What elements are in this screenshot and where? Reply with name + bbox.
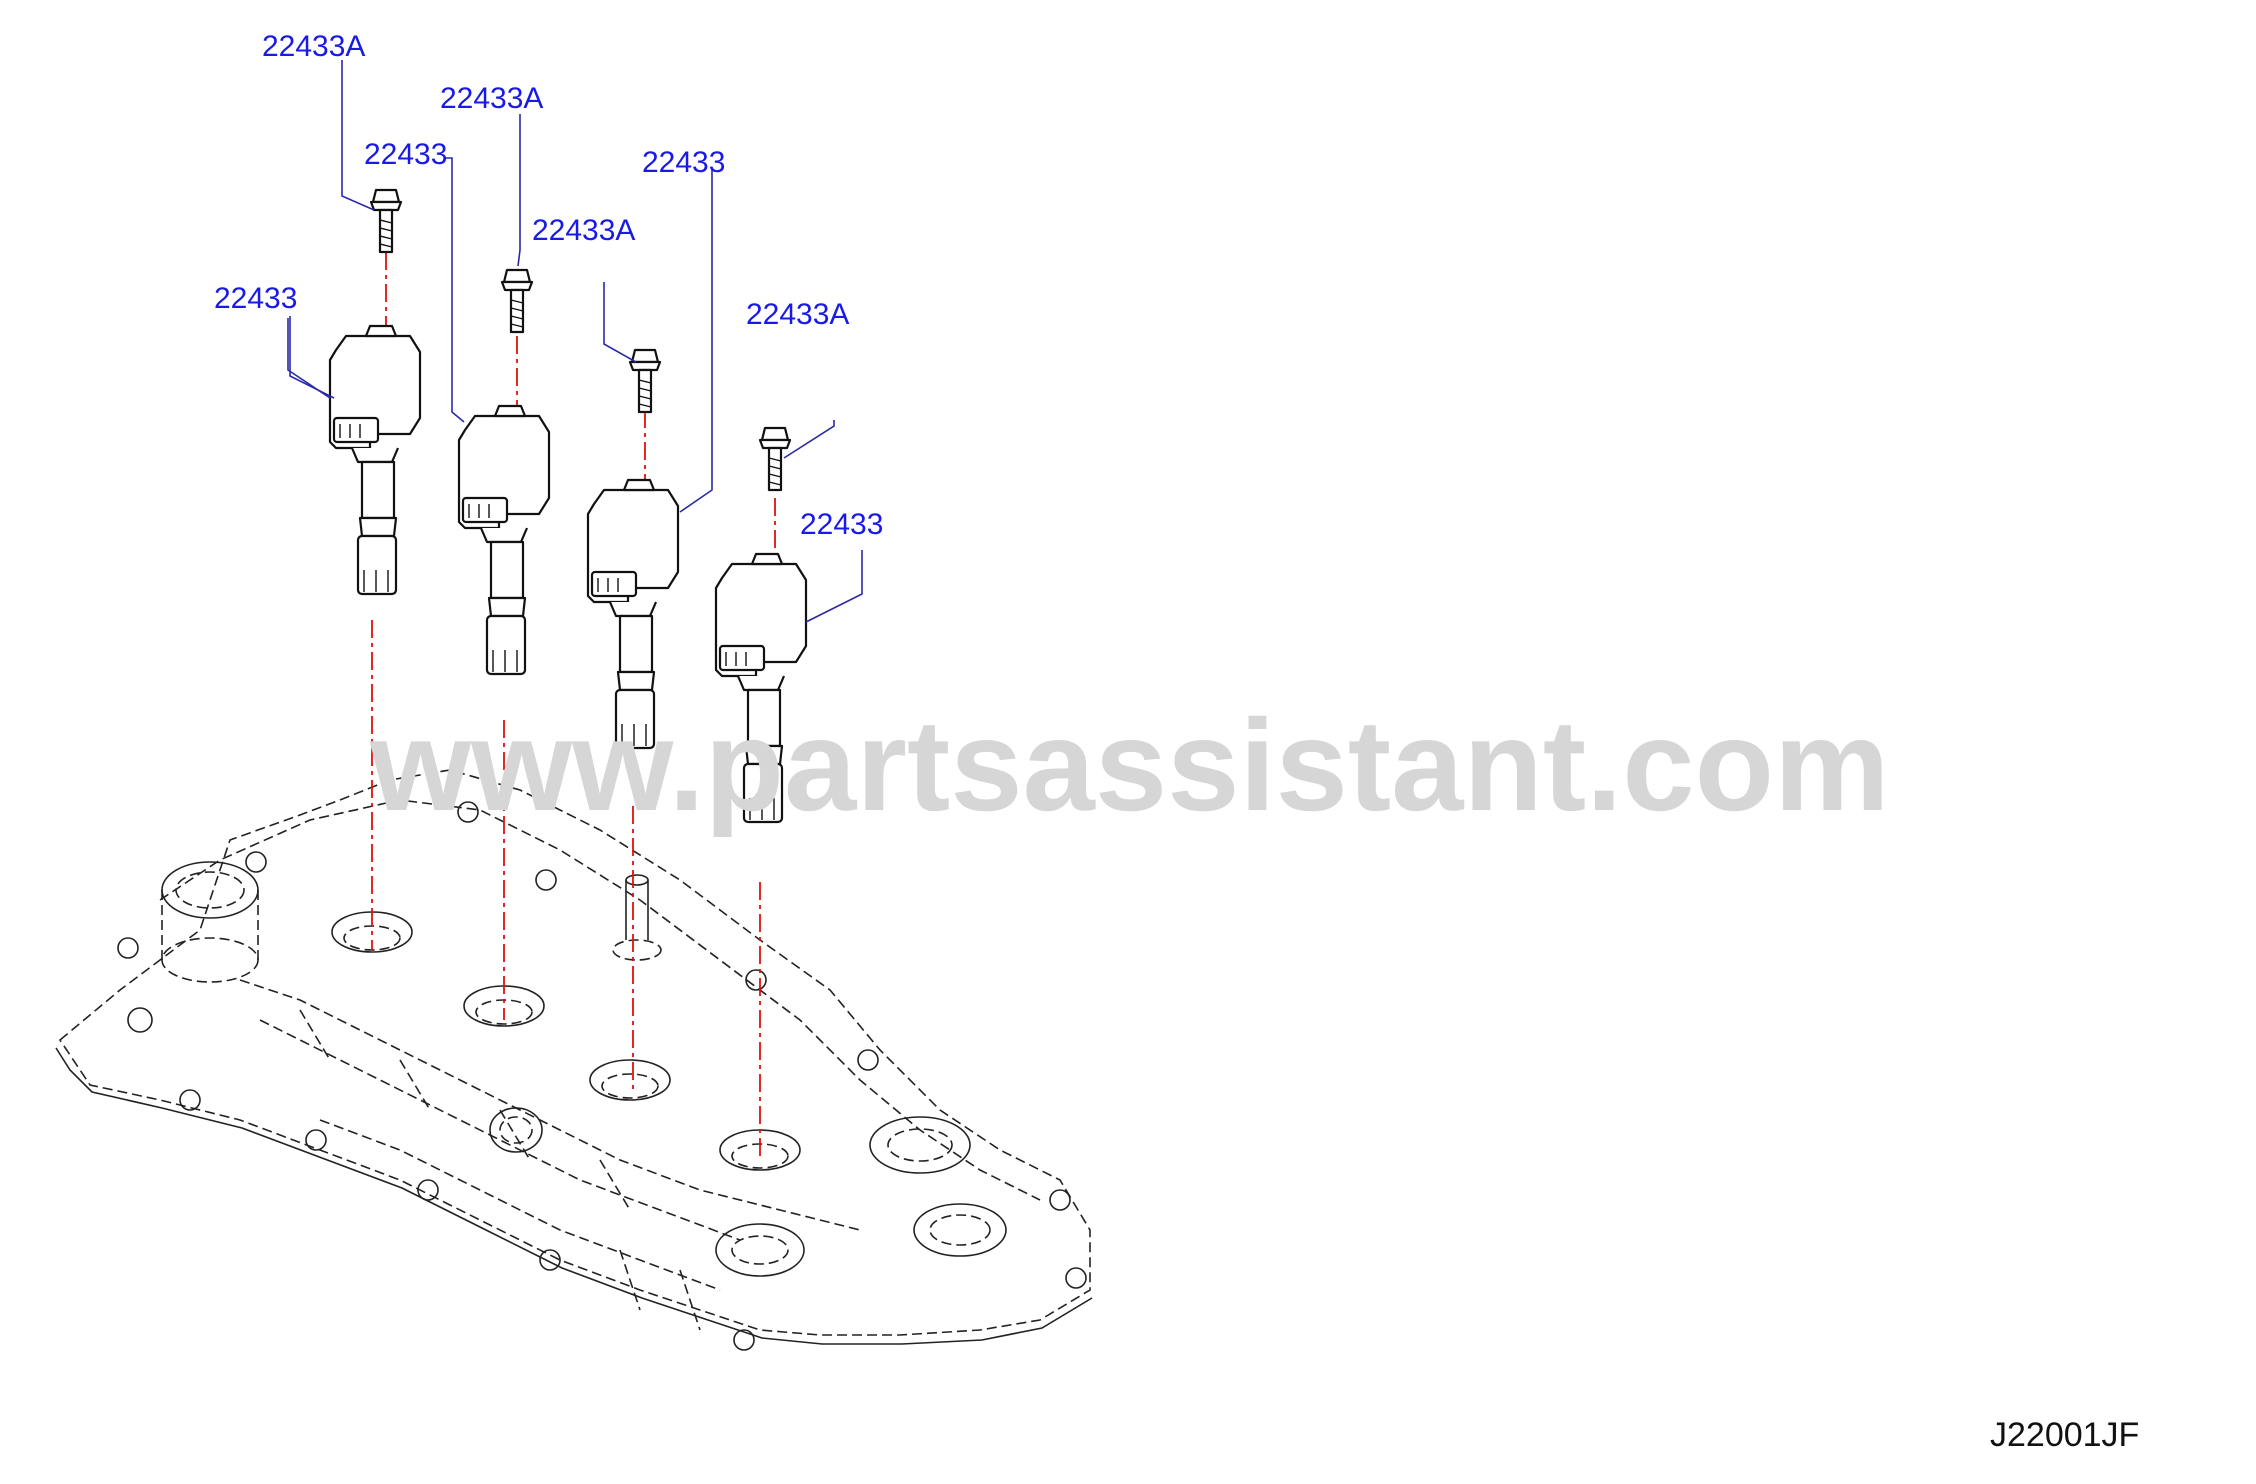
bolt-4 [758, 426, 792, 492]
bolt-2 [500, 268, 534, 334]
coil-3-callout: 22433 [642, 146, 725, 179]
bolt-1-callout: 22433A [262, 30, 365, 63]
ignition-coil-1 [328, 324, 422, 596]
bolt-4-callout: 22433A [746, 298, 849, 331]
assembly-axes [371, 220, 776, 1160]
ignition-coil-4 [714, 552, 808, 824]
bolt-1 [369, 188, 403, 254]
rocker-cover [55, 769, 1093, 1351]
watermark: www.partsassistant.com [369, 692, 1890, 838]
leader-lines [287, 60, 863, 623]
diagram-reference-code: J22001JF [1990, 1416, 2139, 1454]
bolt-2-callout: 22433A [440, 82, 543, 115]
ignition-coil-2 [457, 404, 551, 676]
bolt-3-callout: 22433A [532, 214, 635, 247]
coil-4-callout: 22433 [800, 508, 883, 541]
coil-2-callout: 22433 [364, 138, 447, 171]
ignition-coil-3 [586, 478, 680, 750]
bolt-3 [628, 348, 662, 414]
coil-1-callout: 22433 [214, 282, 297, 315]
